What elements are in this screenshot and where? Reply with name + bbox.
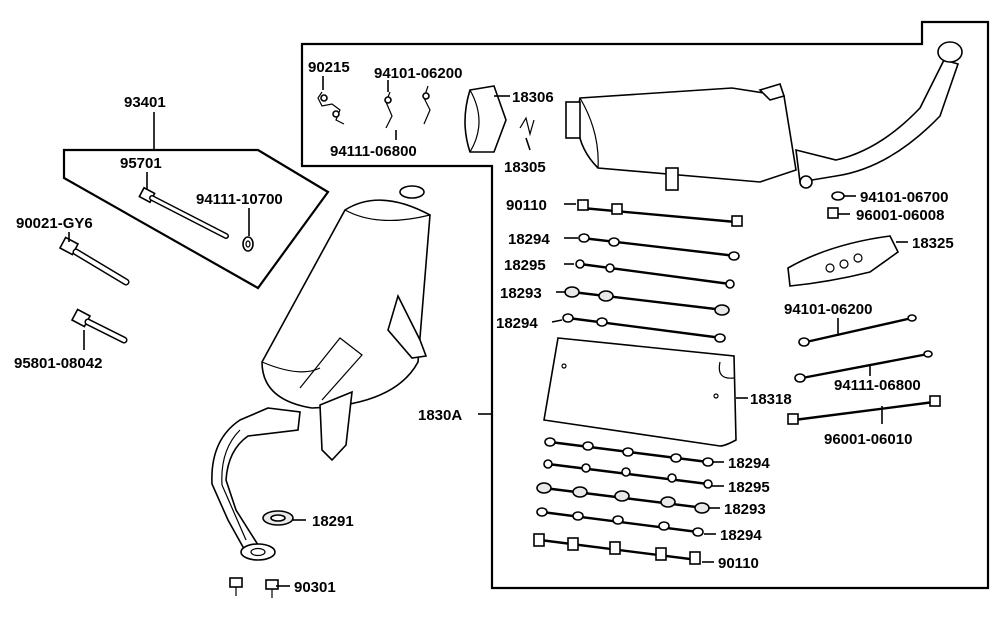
label-90110-bottom: 90110 bbox=[718, 555, 759, 572]
label-18294-b: 18294 bbox=[496, 315, 538, 332]
label-18295-b: 18295 bbox=[728, 479, 770, 496]
bolt-95701 bbox=[138, 186, 229, 239]
label-95801-08042: 95801-08042 bbox=[14, 355, 102, 372]
bolt-kit-93401-box bbox=[62, 148, 330, 290]
nuts-90301 bbox=[229, 577, 279, 598]
washer-94101-06700 bbox=[831, 191, 845, 201]
rod-18293-b bbox=[536, 482, 710, 514]
end-cap-18306 bbox=[464, 85, 507, 153]
label-94111-06800-top: 94111-06800 bbox=[330, 143, 417, 160]
label-18306: 18306 bbox=[512, 89, 554, 106]
rod-18295-a bbox=[575, 259, 735, 289]
label-94101-06200-top: 94101-06200 bbox=[374, 65, 462, 82]
rod-18293-a bbox=[564, 286, 730, 316]
rod-90110-bottom bbox=[533, 533, 701, 565]
rod-90110-top bbox=[577, 199, 743, 227]
label-18318: 18318 bbox=[750, 391, 792, 408]
label-95701: 95701 bbox=[120, 155, 162, 172]
leader-lines bbox=[68, 76, 908, 587]
muffler-body bbox=[565, 41, 963, 191]
heat-shield-18325 bbox=[787, 235, 900, 287]
label-96001-06010: 96001-06010 bbox=[824, 431, 912, 448]
rod-18294-c bbox=[544, 437, 714, 467]
label-18293-a: 18293 bbox=[500, 285, 542, 302]
clip-90215 bbox=[317, 91, 345, 125]
label-93401: 93401 bbox=[124, 94, 166, 111]
label-18325: 18325 bbox=[912, 235, 954, 252]
label-1830a: 1830A bbox=[418, 407, 462, 424]
muffler-assembly bbox=[211, 185, 431, 561]
label-18305: 18305 bbox=[504, 159, 546, 176]
label-94101-06200-mid: 94101-06200 bbox=[784, 301, 872, 318]
label-90215: 90215 bbox=[308, 59, 350, 76]
rod-18294-d bbox=[536, 507, 704, 537]
label-18294-c: 18294 bbox=[728, 455, 770, 472]
bolt-94111-06800-mid bbox=[794, 350, 933, 383]
label-18291: 18291 bbox=[312, 513, 354, 530]
label-94111-06800-mid: 94111-06800 bbox=[834, 377, 921, 394]
bolt-95801-08042 bbox=[70, 308, 128, 344]
gasket-18291 bbox=[262, 510, 294, 526]
rod-18294-a bbox=[578, 233, 740, 261]
rod-18294-b bbox=[562, 313, 726, 343]
label-18293-b: 18293 bbox=[724, 501, 766, 518]
clamp-94101-06200-top bbox=[384, 85, 431, 129]
label-90301: 90301 bbox=[294, 579, 336, 596]
label-90110-top: 90110 bbox=[506, 197, 547, 214]
rod-18295-b bbox=[543, 459, 713, 489]
kit-1830a-frame bbox=[300, 20, 990, 590]
washer-94111-10700 bbox=[242, 236, 254, 252]
bolt-96001-06010 bbox=[787, 395, 941, 425]
bolt-96001-06008 bbox=[827, 207, 839, 219]
spring-18305 bbox=[519, 116, 535, 137]
label-18295-a: 18295 bbox=[504, 257, 546, 274]
bolt-90021-gy6 bbox=[58, 236, 130, 286]
bolt-94101-06200-mid bbox=[798, 314, 917, 347]
plate-18318 bbox=[543, 337, 737, 447]
label-96001-06008: 96001-06008 bbox=[856, 207, 944, 224]
label-94101-06700: 94101-06700 bbox=[860, 189, 948, 206]
label-90021-gy6: 90021-GY6 bbox=[16, 215, 93, 232]
label-18294-a: 18294 bbox=[508, 231, 550, 248]
label-94111-10700: 94111-10700 bbox=[196, 191, 283, 208]
label-18294-d: 18294 bbox=[720, 527, 762, 544]
